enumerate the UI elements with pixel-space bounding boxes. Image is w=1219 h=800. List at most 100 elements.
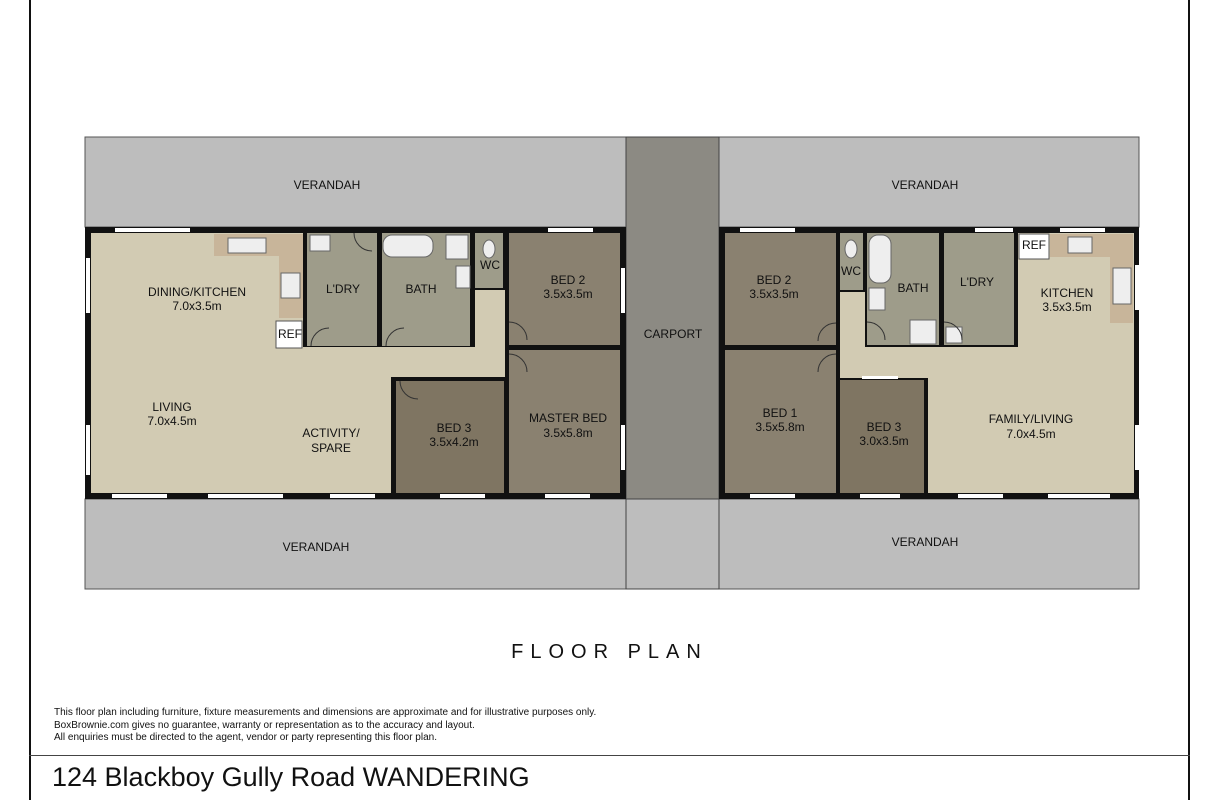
room-size: 3.5x5.8m xyxy=(543,426,592,440)
window xyxy=(330,494,375,498)
window xyxy=(621,425,625,470)
room-label: KITCHEN xyxy=(1041,286,1094,300)
room-label: BATH xyxy=(405,282,436,296)
toilet-icon xyxy=(482,239,496,259)
window xyxy=(545,494,590,498)
frame-left-border xyxy=(29,0,31,800)
bathtub-icon xyxy=(868,234,892,284)
left-dining-living-floor xyxy=(91,233,391,493)
room-size: 3.5x4.2m xyxy=(429,435,478,449)
room-label: BED 2 xyxy=(757,273,792,287)
verandah-label: VERANDAH xyxy=(892,535,959,549)
right-bed2-room xyxy=(725,233,836,345)
vanity-icon xyxy=(455,265,471,289)
right-bed3-room xyxy=(840,380,924,493)
door-swing xyxy=(353,232,373,252)
vanity-icon xyxy=(868,287,886,311)
right-bed1-room xyxy=(725,350,836,493)
door-swing xyxy=(817,353,837,373)
right-unit: BED 2 3.5x3.5m WC BATH L'DRY REF KITCHEN… xyxy=(719,227,1139,499)
window xyxy=(115,228,190,232)
left-hall-stub-floor xyxy=(475,290,505,377)
window xyxy=(1048,494,1110,498)
window xyxy=(1135,265,1139,310)
laundry-tub-icon xyxy=(945,326,963,344)
fridge-box xyxy=(1018,233,1050,260)
verandah-label: VERANDAH xyxy=(283,540,350,554)
window xyxy=(740,228,795,232)
room-label: L'DRY xyxy=(326,282,360,296)
cooktop-icon xyxy=(1067,236,1093,254)
window xyxy=(975,228,1013,232)
room-size: 7.0x3.5m xyxy=(172,299,221,313)
laundry-tub-icon xyxy=(309,234,331,252)
window xyxy=(208,494,283,498)
disclaimer-line: All enquiries must be directed to the ag… xyxy=(54,732,437,743)
frame-footer-separator xyxy=(29,755,1190,756)
window xyxy=(548,228,593,232)
carport-label: CARPORT xyxy=(644,327,703,341)
floor-plan-title: FLOOR PLAN xyxy=(511,641,708,663)
sink-icon xyxy=(1112,267,1132,305)
window xyxy=(1135,425,1139,470)
right-family-kitchen-floor xyxy=(840,233,1134,493)
room-label: BED 2 xyxy=(551,273,586,287)
room-size: 7.0x4.5m xyxy=(1006,427,1055,441)
carport-area xyxy=(625,136,720,500)
room-label: ACTIVITY/ xyxy=(302,426,360,440)
left-laundry-room xyxy=(307,233,377,346)
room-label: DINING/KITCHEN xyxy=(148,285,246,299)
room-size: 3.0x3.5m xyxy=(859,434,908,448)
carport-apron xyxy=(625,498,720,590)
window xyxy=(112,494,167,498)
door-swing xyxy=(508,353,528,373)
door-swing xyxy=(310,327,330,347)
room-label: WC xyxy=(841,264,861,278)
left-bed2-room xyxy=(509,233,620,345)
left-master-bed-room xyxy=(509,350,620,493)
room-size: 3.5x3.5m xyxy=(543,287,592,301)
door-swing xyxy=(508,321,528,341)
window xyxy=(860,494,900,498)
room-size: 7.0x4.5m xyxy=(147,414,196,428)
verandah-label: VERANDAH xyxy=(892,178,959,192)
disclaimer: This floor plan including furniture, fix… xyxy=(54,707,596,745)
frame-right-border xyxy=(1188,0,1190,800)
shower-icon xyxy=(445,234,469,260)
window xyxy=(621,268,625,313)
verandah-label: VERANDAH xyxy=(294,178,361,192)
floor-plan-diagram: DINING/KITCHEN 7.0x3.5m LIVING 7.0x4.5m … xyxy=(84,136,1140,590)
room-label: BATH xyxy=(897,281,928,295)
verandah-top-left xyxy=(84,136,627,228)
window xyxy=(440,494,485,498)
window xyxy=(750,494,795,498)
bathtub-icon xyxy=(382,234,434,258)
room-label: LIVING xyxy=(152,400,191,414)
left-unit: DINING/KITCHEN 7.0x3.5m LIVING 7.0x4.5m … xyxy=(85,227,626,499)
fridge-label: REF xyxy=(278,327,302,341)
kitchen-benchtop xyxy=(1050,234,1133,323)
fridge-label: REF xyxy=(1022,238,1046,252)
right-hall-stub-floor xyxy=(840,292,865,348)
door-swing xyxy=(399,380,419,400)
door-swing xyxy=(385,327,405,347)
window xyxy=(86,425,90,475)
left-bed3-room xyxy=(396,381,504,493)
disclaimer-line: This floor plan including furniture, fix… xyxy=(54,707,597,718)
room-label: FAMILY/LIVING xyxy=(989,412,1073,426)
room-label: L'DRY xyxy=(960,275,994,289)
window xyxy=(1060,228,1105,232)
door-swing xyxy=(943,321,963,341)
room-label: BED 3 xyxy=(867,420,902,434)
property-address: 124 Blackboy Gully Road WANDERING xyxy=(52,762,530,792)
window xyxy=(958,494,1003,498)
verandah-bottom-left xyxy=(84,498,627,590)
room-size: 3.5x3.5m xyxy=(749,287,798,301)
room-size: 3.5x3.5m xyxy=(1042,300,1091,314)
cooktop-icon xyxy=(280,272,301,299)
toilet-icon xyxy=(844,239,858,259)
room-label: BED 3 xyxy=(437,421,472,435)
verandah-top-right xyxy=(718,136,1140,228)
room-size: 3.5x5.8m xyxy=(755,420,804,434)
left-hallway-floor xyxy=(303,347,504,377)
